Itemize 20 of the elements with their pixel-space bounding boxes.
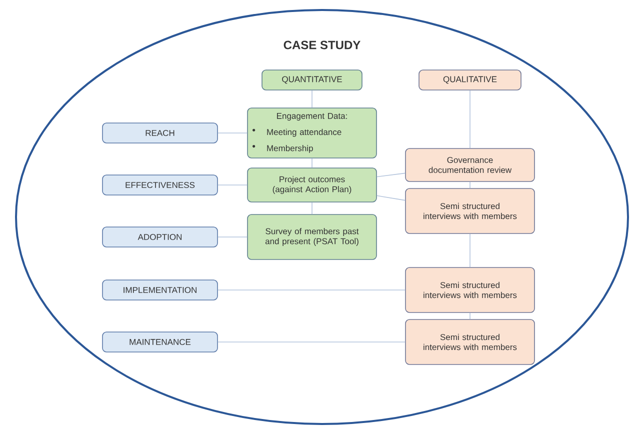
category-box: EFFECTIVENESS — [102, 174, 218, 196]
method-box: QUALITATIVE — [418, 70, 522, 90]
connector-line — [376, 172, 406, 178]
method-box: Governance documentation review — [405, 148, 535, 182]
title: CASE STUDY — [284, 40, 360, 50]
method-box: Survey of members past and present (PSAT Tool) — [247, 214, 377, 260]
method-box: Semi structured interviews with members — [405, 188, 535, 234]
connector-line — [218, 184, 248, 186]
method-box: Engagement Data: Meeting attendance Membership — [247, 108, 377, 158]
category-box: REACH — [102, 122, 218, 144]
connector-line — [376, 195, 406, 201]
category-box: IMPLEMENTATION — [102, 280, 218, 300]
category-box: MAINTENANCE — [102, 332, 218, 352]
method-box: Project outcomes (against Action Plan) — [247, 168, 377, 202]
method-box: Semi structured interviews with members — [405, 267, 535, 313]
connector-line — [218, 236, 248, 238]
category-box: ADOPTION — [102, 226, 218, 248]
method-box: QUANTITATIVE — [262, 70, 362, 90]
connector-line — [218, 132, 248, 134]
method-box: Semi structured interviews with members — [405, 319, 535, 365]
